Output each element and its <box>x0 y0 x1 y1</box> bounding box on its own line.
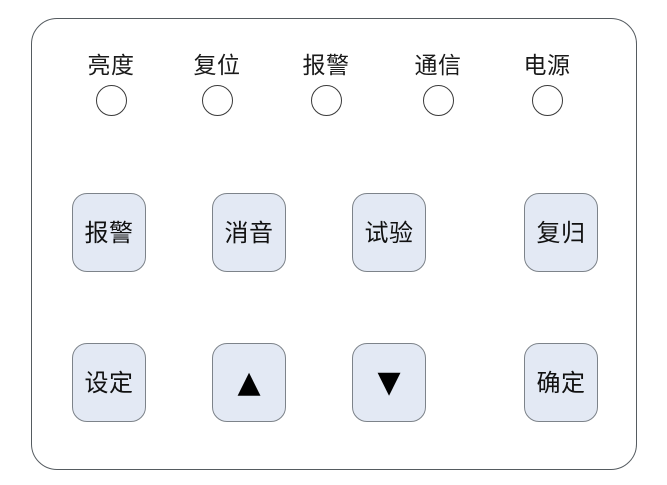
restore-button[interactable]: 复归 <box>524 193 598 272</box>
down-button[interactable]: ▼ <box>352 343 426 422</box>
indicator-lamp-reset-icon <box>201 85 233 116</box>
indicator-label-power: 电源 <box>523 53 571 79</box>
indicator-alarm: 报警 <box>278 53 374 116</box>
indicator-reset: 复位 <box>169 53 265 116</box>
test-button-label: 试验 <box>364 218 414 247</box>
control-panel-frame: 亮度 复位 报警 通信 电源 报警 消音 试验 <box>31 18 637 470</box>
mute-button-label: 消音 <box>224 218 274 247</box>
indicator-lamp-brightness-icon <box>95 85 127 116</box>
test-button[interactable]: 试验 <box>352 193 426 272</box>
up-button[interactable]: ▲ <box>212 343 286 422</box>
mute-button[interactable]: 消音 <box>212 193 286 272</box>
indicator-brightness: 亮度 <box>63 53 159 116</box>
indicator-label-communication: 通信 <box>414 53 462 79</box>
indicator-label-brightness: 亮度 <box>87 53 135 79</box>
indicator-lamp-alarm-icon <box>310 85 342 116</box>
indicator-label-alarm: 报警 <box>302 53 350 79</box>
alarm-button-label: 报警 <box>84 218 134 247</box>
restore-button-label: 复归 <box>536 218 586 247</box>
indicator-lamp-row: 亮度 复位 报警 通信 电源 <box>32 53 636 153</box>
indicator-label-reset: 复位 <box>193 53 241 79</box>
set-button[interactable]: 设定 <box>72 343 146 422</box>
confirm-button-label: 确定 <box>536 368 586 397</box>
function-button-row: 报警 消音 试验 复归 <box>32 193 636 273</box>
indicator-communication: 通信 <box>390 53 486 116</box>
navigation-button-row: 设定 ▲ ▼ 确定 <box>32 343 636 423</box>
set-button-label: 设定 <box>84 368 134 397</box>
triangle-down-icon: ▼ <box>377 364 401 400</box>
confirm-button[interactable]: 确定 <box>524 343 598 422</box>
alarm-button[interactable]: 报警 <box>72 193 146 272</box>
triangle-up-icon: ▲ <box>237 364 261 400</box>
indicator-lamp-communication-icon <box>422 85 454 116</box>
indicator-power: 电源 <box>499 53 595 116</box>
indicator-lamp-power-icon <box>531 85 563 116</box>
